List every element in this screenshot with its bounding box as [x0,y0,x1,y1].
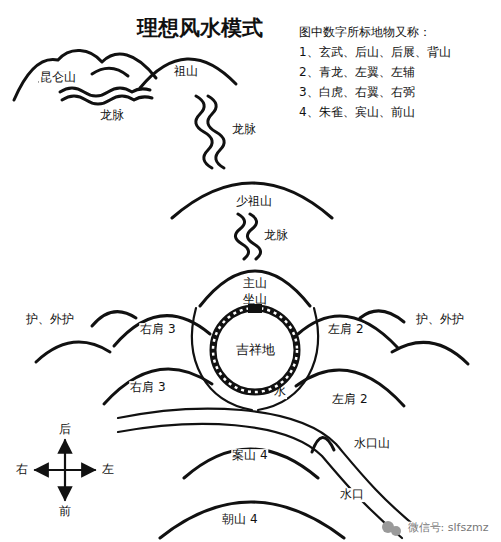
table-mountain [184,449,318,478]
dragon-vein [196,96,212,168]
callout-number: 右肩 3 [139,323,176,337]
mountain-name: 水口山 [353,437,391,451]
legend-note: 3、白虎、右翼、右弼 [298,86,416,100]
wechat-icon [382,521,401,536]
facing-mountain [160,502,344,538]
right-shoulder-hill [104,369,212,404]
ring-chain [213,308,297,392]
kunlun-range [14,50,156,100]
compass-label: 右 [15,463,29,477]
left-shoulder-hill [296,370,404,406]
compass-axis [35,469,65,471]
ring-band [213,308,297,392]
legend-note: 1、玄武、后山、后展、背山 [298,46,452,60]
outer-guard-hill [36,342,110,362]
callout-number: 左肩 2 [327,323,364,337]
auspicious-site: 吉祥地 [209,304,301,396]
vein-label: 龙脉 [231,123,257,137]
compass-axis [64,470,66,500]
legend-note: 图中数字所标地物又称： [298,26,432,40]
diagram-title: 理想风水模式 [137,14,263,42]
outer-guard-hill [360,311,404,322]
zu-mountain [140,59,236,88]
shaozu-mountain [172,183,332,218]
mountain-name: 少祖山 [235,195,273,209]
outer-guard-hill [92,312,136,326]
dragon-vein [62,96,152,104]
callout-number: 左肩 2 [331,393,368,407]
compass-label: 前 [58,505,72,519]
watermark: 微信号: slfszmz [407,522,490,535]
mountain-name: 昆仑山 [39,71,77,85]
dragon-vein [247,214,260,259]
callout-number: 朝山 4 [221,513,258,527]
dragon-vein [208,96,224,168]
vein-label: 龙脉 [99,109,125,123]
river-bank [118,409,420,530]
main-mountain [200,271,310,306]
legend-note: 2、青龙、左翼、左辅 [298,66,416,80]
vein-label: 龙脉 [263,229,289,243]
legend-note: 4、朱雀、宾山、前山 [298,106,416,120]
compass-axis [65,469,95,471]
right-shoulder-hill [114,316,210,346]
compass-label: 后 [58,423,72,437]
callout-number: 右肩 3 [129,381,166,395]
compass-label: 左 [101,463,115,477]
river-bank [118,424,402,538]
ring-knot [248,304,262,313]
site-name: 吉祥地 [236,341,275,359]
mountain-name: 祖山 [173,65,199,79]
outer-guard-hill [392,342,468,364]
guard-label: 护、外护 [415,313,465,327]
wechat-bubble [391,526,401,536]
callout-number: 案山 4 [231,449,268,463]
compass-axis [64,440,66,470]
guard-label: 护、外护 [25,313,75,327]
mountain-name: 主山 [242,277,268,291]
left-shoulder-hill [298,316,398,348]
water-label: 水口 [339,488,365,502]
